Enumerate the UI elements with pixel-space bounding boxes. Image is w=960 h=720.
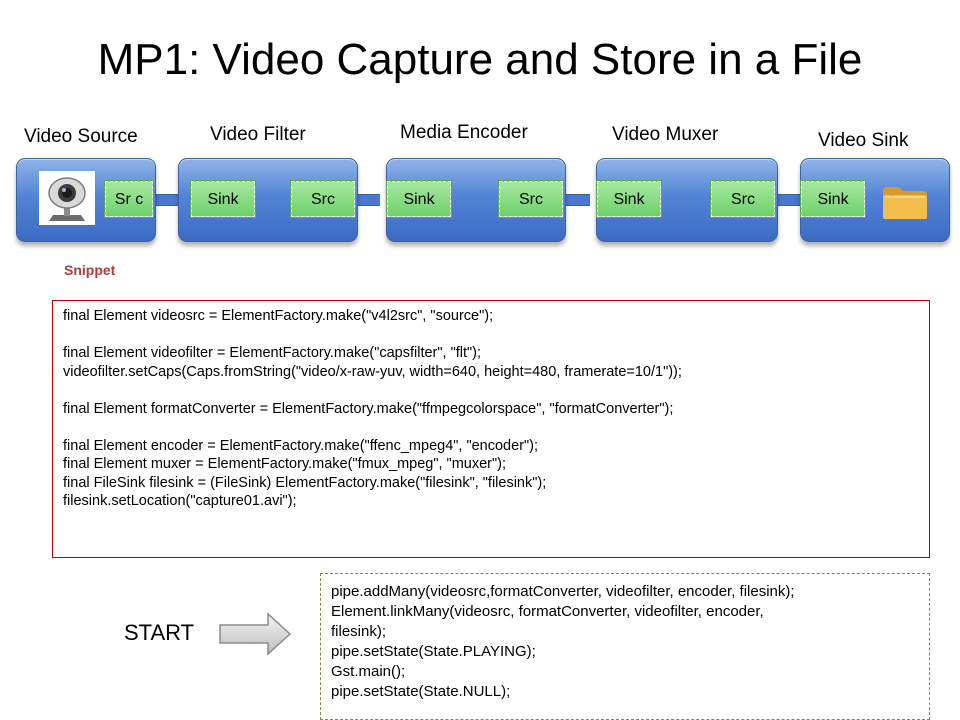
pipeline-link [356,194,380,206]
pipeline-link [776,194,800,206]
pad-sink: Sink [190,180,256,218]
code-line: filesink); [331,623,387,640]
stage-video-filter: Sink Src [178,158,358,242]
code-line: final Element encoder = ElementFactory.m… [63,437,539,454]
code-line: final Element muxer = ElementFactory.mak… [63,456,506,472]
pad-sink: Sink [386,180,452,218]
stage-label-video-muxer: Video Muxer [612,124,719,145]
page-title: MP1: Video Capture and Store in a File [97,35,863,84]
snippet-label: Snippet [64,262,116,278]
code-line: filesink.setLocation("capture01.avi"); [63,493,297,509]
stage-label-video-filter: Video Filter [210,124,306,145]
code-line: videofilter.setCaps(Caps.fromString("vid… [63,363,682,380]
pad-src: Sr c [104,180,154,218]
code-line: pipe.addMany(videosrc,formatConverter, v… [331,583,795,600]
pad-sink: Sink [596,180,662,218]
pad-src: Src [710,180,776,218]
right-arrow-icon [219,612,292,656]
pipeline-link [566,194,590,206]
folder-icon [883,187,927,219]
pad-src: Src [498,180,564,218]
code-line [63,418,919,437]
code-line: pipe.setState(State.PLAYING); [331,643,536,660]
start-label: START [124,620,195,645]
stage-label-video-source: Video Source [24,126,138,147]
code-line: Element.linkMany(videosrc, formatConvert… [331,603,764,620]
code-line: final FileSink filesink = (FileSink) Ele… [63,474,547,491]
pipeline-link [154,194,178,206]
code-line: pipe.setState(State.NULL); [331,683,511,700]
stage-video-muxer: Sink Src [596,158,778,242]
stage-video-sink: Sink [800,158,950,242]
stage-video-source: Sr c [16,158,156,242]
start-code-box: pipe.addMany(videosrc,formatConverter, v… [320,573,930,720]
code-line [63,326,919,345]
stage-media-encoder: Sink Src [386,158,566,242]
code-line: final Element videofilter = ElementFacto… [63,345,482,361]
code-line: final Element formatConverter = ElementF… [63,400,674,417]
webcam-icon [39,171,95,225]
code-line: Gst.main(); [331,663,406,680]
pad-src: Src [290,180,356,218]
code-line [63,381,919,400]
stage-label-video-sink: Video Sink [818,130,909,151]
pad-sink: Sink [800,180,866,218]
code-snippet-box: final Element videosrc = ElementFactory.… [52,300,930,558]
code-line: final Element videosrc = ElementFactory.… [63,308,494,324]
stage-label-media-encoder: Media Encoder [400,122,528,143]
